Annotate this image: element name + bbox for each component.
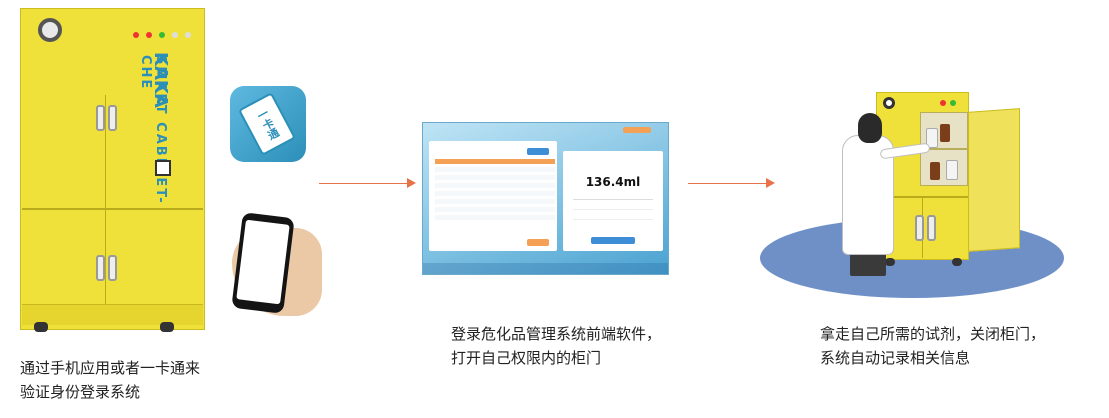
cabinet-handle — [927, 215, 936, 241]
status-led-red-icon — [133, 32, 139, 38]
status-led-white-icon — [185, 32, 191, 38]
tablet-screen-illustration: 136.4ml — [422, 122, 669, 275]
cabinet-wheel — [952, 258, 962, 266]
cabinet-qr-code-icon — [155, 160, 171, 176]
status-led-red-icon — [940, 100, 946, 106]
tablet-search-button — [527, 148, 549, 155]
cabinet-lock-icon — [38, 18, 62, 42]
status-led-green-icon — [159, 32, 165, 38]
cabinet-logo-text: KAKA — [150, 52, 171, 108]
table-row — [435, 183, 555, 188]
reagent-bottle-icon — [946, 160, 958, 180]
cabinet-handle — [108, 105, 117, 131]
cabinet-door-divider — [105, 95, 106, 310]
tablet-volume-value: 136.4ml — [585, 175, 641, 189]
caption-line: 拿走自己所需的试剂，关闭柜门， — [820, 325, 1046, 343]
cabinet-base — [22, 304, 203, 325]
flow-arrow-line — [688, 183, 768, 184]
caption-line: 打开自己权限内的柜门 — [451, 349, 602, 367]
tablet-top-button — [623, 127, 651, 133]
smart-cabinet-illustration — [20, 8, 205, 330]
cabinet-handle — [108, 255, 117, 281]
reagent-bottle-icon — [930, 162, 940, 180]
open-cabinet-door — [968, 108, 1020, 252]
person-legs — [850, 252, 886, 276]
flow-arrow-head-icon — [407, 178, 416, 188]
step1-caption: 通过手机应用或者一卡通来 验证身份登录系统 — [20, 356, 200, 404]
table-row — [435, 191, 555, 196]
cabinet-handle — [915, 215, 924, 241]
cabinet-handle — [96, 105, 105, 131]
caption-line: 通过手机应用或者一卡通来 — [20, 359, 201, 377]
person-head — [858, 113, 882, 143]
tablet-list-panel — [429, 141, 557, 251]
caption-line: 系统自动记录相关信息 — [820, 349, 971, 367]
tablet-divider — [573, 209, 653, 210]
reagent-bottle-icon — [940, 124, 950, 142]
tablet-bottom-bar — [423, 263, 668, 274]
cabinet-lock-icon — [883, 97, 895, 109]
tablet-divider — [573, 199, 653, 200]
tablet-divider — [573, 219, 653, 220]
step2-caption: 登录危化品管理系统前端软件， 打开自己权限内的柜门 — [451, 322, 661, 370]
reagent-bottle-icon — [926, 128, 938, 148]
caption-line: 验证身份登录系统 — [20, 383, 141, 401]
cabinet-wheel — [160, 322, 174, 332]
cabinet-wheel — [34, 322, 48, 332]
cabinet-shelf — [920, 148, 968, 150]
cabinet-wheel — [885, 258, 895, 266]
status-led-green-icon — [950, 100, 956, 106]
tablet-detail-panel — [563, 151, 663, 251]
table-row — [435, 167, 555, 172]
table-row — [435, 175, 555, 180]
tablet-action-button — [527, 239, 549, 246]
table-row — [435, 215, 555, 220]
flow-arrow-line — [319, 183, 409, 184]
tablet-table-header — [435, 159, 555, 164]
cabinet-handle — [96, 255, 105, 281]
table-row — [435, 207, 555, 212]
cabinet-shelf-divider — [877, 196, 968, 198]
cabinet-shelf-divider — [22, 208, 203, 210]
status-led-white-icon — [172, 32, 178, 38]
step3-caption: 拿走自己所需的试剂，关闭柜门， 系统自动记录相关信息 — [820, 322, 1045, 370]
caption-line: 登录危化品管理系统前端软件， — [451, 325, 662, 343]
table-row — [435, 199, 555, 204]
flow-arrow-head-icon — [766, 178, 775, 188]
tablet-open-door-button — [591, 237, 635, 244]
status-led-red-icon — [146, 32, 152, 38]
